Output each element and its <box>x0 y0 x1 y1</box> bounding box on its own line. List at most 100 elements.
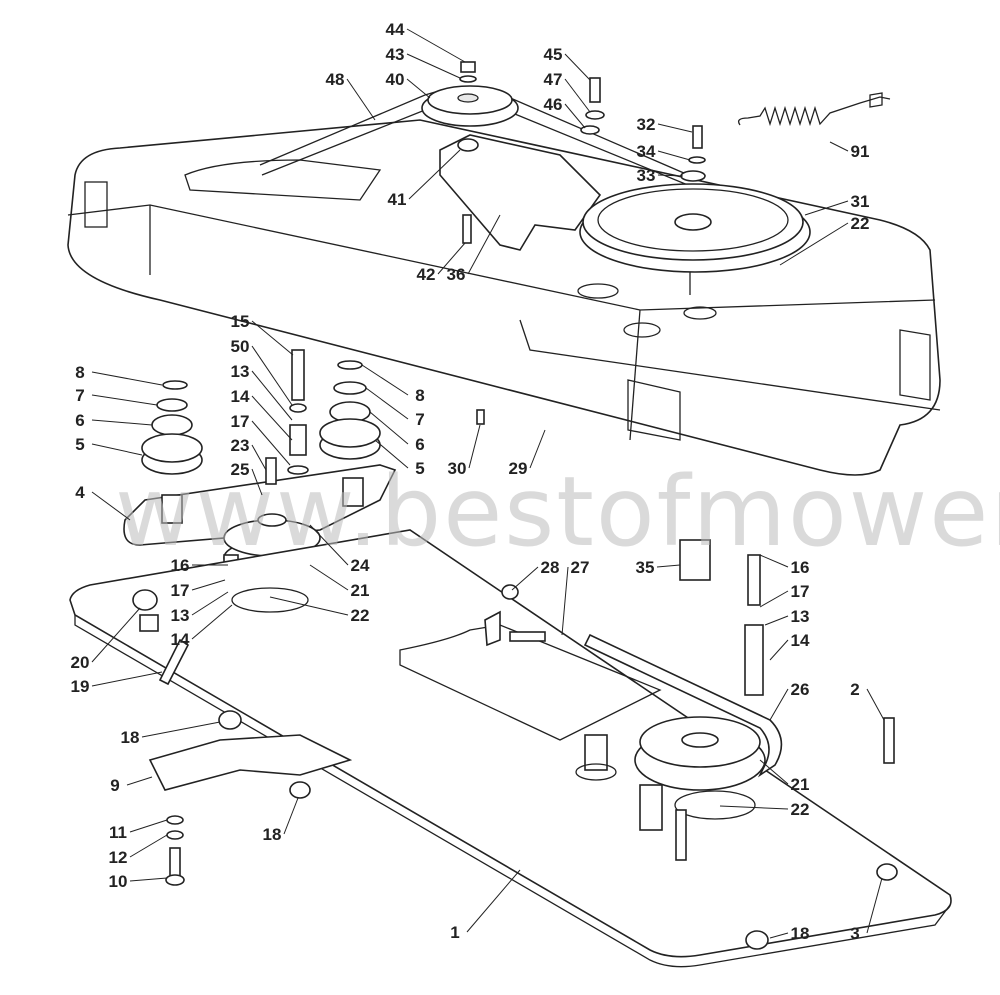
callout-31: 31 <box>851 192 870 211</box>
callout-leader <box>564 53 591 81</box>
callout-leader <box>804 200 849 216</box>
callout-22: 22 <box>351 606 370 625</box>
callout-leader <box>656 564 681 568</box>
callout-leader <box>126 776 153 786</box>
callout-leader <box>251 370 293 421</box>
callout-leader <box>468 424 481 469</box>
callout-7: 7 <box>75 386 84 405</box>
callout-leader <box>283 797 299 835</box>
callout-12: 12 <box>109 848 128 867</box>
callout-44: 44 <box>386 20 405 39</box>
callout-16: 16 <box>791 558 810 577</box>
callout-23: 23 <box>231 436 250 455</box>
callout-leader <box>779 222 849 266</box>
callout-2: 2 <box>850 680 859 699</box>
callout-leader <box>406 78 431 99</box>
callout-leader <box>466 869 521 933</box>
callout-leader <box>251 444 267 471</box>
callout-leader <box>657 174 684 177</box>
callout-leader <box>91 443 143 456</box>
callout-leader <box>365 387 409 420</box>
callout-8: 8 <box>415 386 424 405</box>
callout-leader <box>759 759 789 785</box>
callout-25: 25 <box>231 460 250 479</box>
callout-4: 4 <box>75 483 85 502</box>
callout-leader <box>251 468 263 496</box>
callout-22: 22 <box>791 800 810 819</box>
callout-leader <box>141 721 221 738</box>
bracket-36 <box>439 134 602 251</box>
callout-29: 29 <box>509 459 528 478</box>
callout-leader <box>251 345 293 406</box>
callout-13: 13 <box>171 606 190 625</box>
callout-leader <box>129 834 168 858</box>
callout-91: 91 <box>851 142 870 161</box>
callout-leader <box>91 671 163 687</box>
callout-16: 16 <box>171 556 190 575</box>
callout-leader <box>91 607 141 663</box>
callout-leader <box>191 591 229 616</box>
callout-36: 36 <box>447 265 466 284</box>
toothed-belt-drive <box>583 539 783 791</box>
callout-leader <box>408 149 461 200</box>
callout-43: 43 <box>386 45 405 64</box>
callout-leader <box>657 123 693 133</box>
bolt-45 <box>589 77 601 103</box>
callout-leader <box>269 596 349 616</box>
callout-leader <box>561 566 569 636</box>
callout-leader <box>529 429 546 469</box>
callout-leader <box>467 214 501 275</box>
callout-5: 5 <box>75 435 84 454</box>
callout-leader <box>759 554 789 568</box>
callout-17: 17 <box>171 581 190 600</box>
callout-32: 32 <box>637 115 656 134</box>
callout-18: 18 <box>121 728 140 747</box>
callout-leader <box>769 932 789 939</box>
callout-leader <box>91 394 158 406</box>
callout-leader <box>91 491 131 521</box>
idler-pulley <box>421 61 519 152</box>
callout-leader <box>406 53 461 79</box>
callout-leader <box>769 639 789 661</box>
callout-leader <box>251 420 291 466</box>
callout-leader <box>829 141 849 152</box>
callout-42: 42 <box>417 265 436 284</box>
callout-47: 47 <box>544 70 563 89</box>
callout-14: 14 <box>231 387 250 406</box>
callout-41: 41 <box>388 190 407 209</box>
callout-leader <box>406 28 466 63</box>
callout-leader <box>251 395 293 441</box>
callout-leader <box>251 320 294 356</box>
callout-28: 28 <box>541 558 560 577</box>
callout-21: 21 <box>791 775 810 794</box>
base-plate <box>69 529 952 968</box>
callout-leader <box>129 819 168 833</box>
callout-21: 21 <box>351 581 370 600</box>
callout-leader <box>191 579 226 591</box>
callout-13: 13 <box>791 607 810 626</box>
callout-45: 45 <box>544 45 563 64</box>
callout-leader <box>369 411 409 445</box>
main-pulley <box>579 183 811 295</box>
callout-leader <box>866 877 883 934</box>
callout-leader <box>764 615 789 626</box>
callout-6: 6 <box>75 411 84 430</box>
callout-18: 18 <box>791 924 810 943</box>
callout-10: 10 <box>109 872 128 891</box>
callout-17: 17 <box>231 412 250 431</box>
callout-48: 48 <box>326 70 345 89</box>
callout-11: 11 <box>109 823 127 842</box>
callout-9: 9 <box>110 776 119 795</box>
callout-6: 6 <box>415 435 424 454</box>
callout-leader <box>437 242 466 275</box>
callout-14: 14 <box>791 631 810 650</box>
callout-leader <box>564 78 591 113</box>
callout-7: 7 <box>415 410 424 429</box>
callout-50: 50 <box>231 337 250 356</box>
callout-22: 22 <box>851 214 870 233</box>
callout-20: 20 <box>71 653 90 672</box>
callout-leader <box>866 688 885 721</box>
